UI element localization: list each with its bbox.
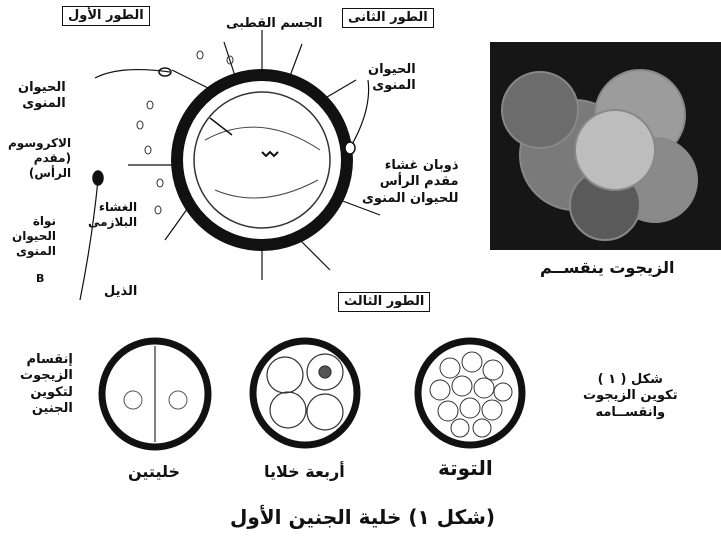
ovum-inner-membrane <box>194 92 330 228</box>
figure-label: شكل ( ١ ) تكوين الزيجوت وانقســامه <box>583 372 678 421</box>
letter-b-label: B <box>36 272 44 286</box>
four-cells-label: أربعة خلايا <box>264 462 345 482</box>
zygote-dividing-label: الزيجوت ينقســم <box>540 258 674 278</box>
four-cell-outer <box>253 341 357 445</box>
stage2-label: الطور الثانى <box>342 8 434 28</box>
stage3-label: الطور الثالث <box>338 292 430 312</box>
plasma-membrane-label: الغشاء البلازمى <box>88 200 137 230</box>
stage1-label: الطور الأول <box>62 6 150 26</box>
morula-label: التوتة <box>438 456 493 481</box>
acrosome-label: الاكروسوم (مقدم الرأس) <box>8 136 71 181</box>
sperm-label-right: الحيوان المنوى <box>368 62 416 95</box>
zygote-division-side-label: إنقسام الزيجوت لتكوين الجنين <box>20 352 73 417</box>
morula-outer <box>418 341 522 445</box>
sperm-label-left: الحيوان المنوى <box>18 80 66 113</box>
polar-body-label: الجسم القطبى <box>226 16 322 32</box>
tail-label: الذيل <box>104 284 137 300</box>
sperm-nucleus-label: نواة الحيوان المنوى <box>12 214 56 259</box>
main-caption: (شكل ١) خلية الجنين الأول <box>230 505 495 530</box>
two-cells-label: خليتين <box>128 462 180 482</box>
head-membrane-label: ذوبان غشاء مقدم الرأس للحيوان المنوى <box>362 158 459 207</box>
